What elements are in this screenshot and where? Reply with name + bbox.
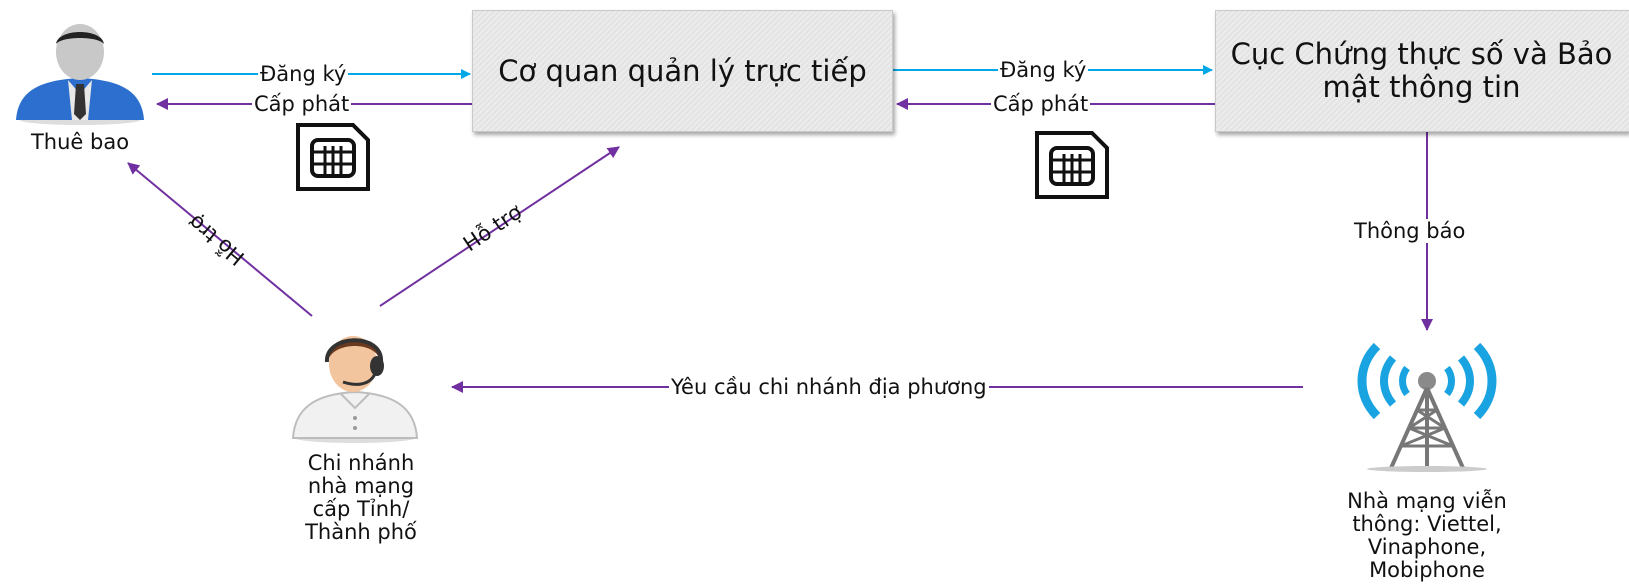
request-label: Yêu cầu chi nhánh địa phương (669, 375, 989, 399)
support-arrow-subscriber (127, 162, 313, 317)
register-label-2: Đăng ký (998, 58, 1089, 82)
notify-label: Thông báo (1352, 219, 1468, 243)
authority-box-label: Cục Chứng thực số và Bảo mật thông tin (1230, 37, 1613, 104)
issue-label-1: Cấp phát (252, 92, 352, 116)
register-label-1: Đăng ký (258, 62, 349, 86)
agency-box: Cơ quan quản lý trực tiếp (472, 10, 893, 132)
subscriber-caption: Thuê bao (30, 130, 130, 154)
cell-tower-icon (1357, 342, 1497, 472)
carrier-caption: Nhà mạng viễn thông: Viettel, Vinaphone,… (1347, 489, 1507, 582)
authority-box: Cục Chứng thực số và Bảo mật thông tin (1215, 10, 1629, 132)
support-agent-icon (291, 336, 419, 443)
agency-box-label: Cơ quan quản lý trực tiếp (498, 53, 867, 88)
sim-card-icon (1035, 131, 1109, 199)
issue-label-2: Cấp phát (991, 92, 1091, 116)
person-icon (16, 24, 144, 125)
branch-caption: Chi nhánh nhà mạng cấp Tỉnh/ Thành phố (305, 451, 417, 544)
sim-card-icon (296, 123, 370, 191)
support-arrow-agency (379, 146, 620, 307)
